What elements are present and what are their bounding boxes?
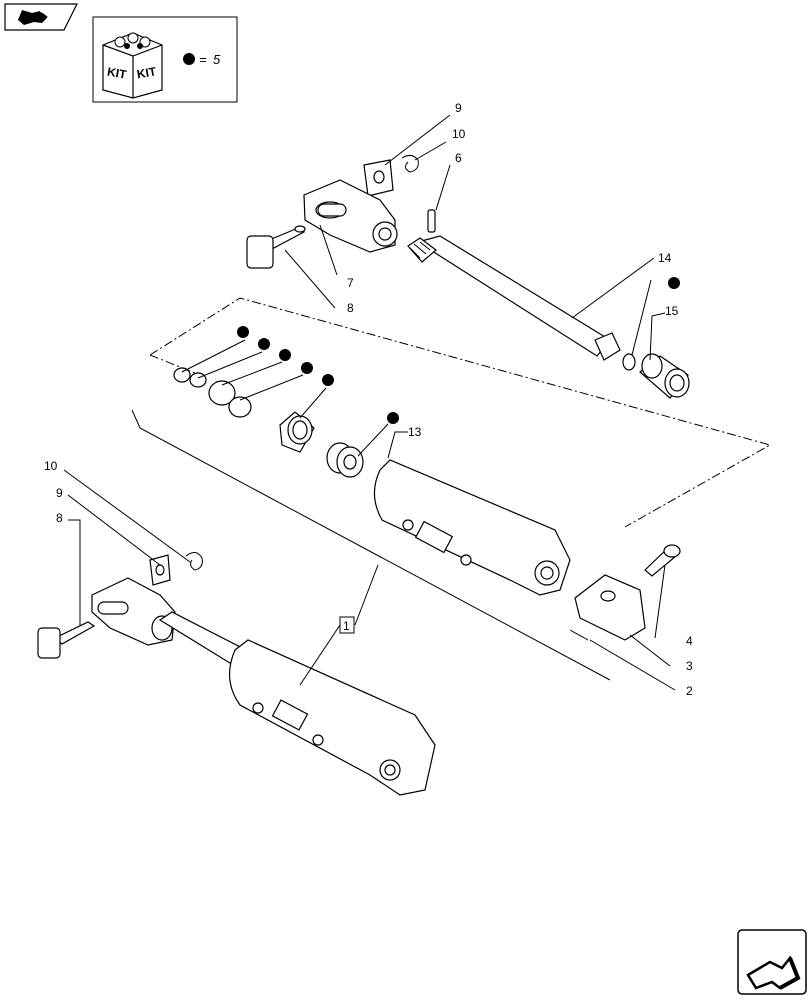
kit-quantity: 5 (213, 52, 221, 67)
kit-bullet-dot (183, 53, 195, 65)
kit-dot-o-ring (668, 277, 680, 289)
piston-bushing (279, 411, 315, 453)
lower-cylinder-assembly (37, 577, 436, 796)
leader-lines (63, 114, 676, 691)
callout-1: 1 (343, 619, 350, 633)
part-10-clip-left (185, 552, 203, 571)
cylinder-barrel-upper (373, 459, 571, 596)
kit-label-right: KIT (136, 64, 158, 81)
kit-indicator-dots (237, 277, 680, 424)
kit-box-icon (102, 32, 163, 99)
part-10-clip-top (401, 154, 419, 173)
assembly-guide-line (131, 409, 611, 681)
callout-labels: 1 2 3 4 6 7 8 8 9 9 10 10 13 14 15 (44, 101, 693, 698)
seal-rings (173, 367, 252, 418)
kit-boundary-outline-left (149, 354, 201, 376)
kit-dot-ring-2 (258, 338, 270, 350)
callout-15: 15 (665, 304, 679, 318)
kit-dot-ring-1 (237, 326, 249, 338)
callout-9-top: 9 (455, 101, 462, 115)
part-9-plate-left (149, 554, 171, 586)
kit-legend-box: KIT KIT = 5 (92, 16, 238, 103)
callout-box-1 (339, 616, 355, 634)
part-6-pin (427, 209, 436, 233)
kit-dot-ring-3 (279, 349, 291, 361)
next-page-arrow-icon[interactable] (737, 929, 807, 995)
callout-8-top: 8 (347, 301, 354, 315)
callout-2: 2 (686, 684, 693, 698)
part-14-piston-rod (407, 235, 621, 361)
kit-dot-bushing (322, 374, 334, 386)
callout-13: 13 (408, 425, 422, 439)
part-7-clevis-top (303, 179, 398, 253)
kit-label-left: KIT (106, 65, 128, 82)
part-2-cotter-pin (569, 629, 589, 641)
part-3-clevis-block (574, 574, 646, 641)
callout-3: 3 (686, 659, 693, 673)
kit-dot-piston (387, 412, 399, 424)
callout-7: 7 (347, 276, 354, 290)
kit-boundary-outline (149, 297, 772, 528)
callout-14: 14 (658, 251, 672, 265)
part-9-plate-top (363, 159, 394, 197)
part-o-ring-right (622, 353, 636, 371)
callout-10-left: 10 (44, 459, 58, 473)
part-13-piston (326, 442, 364, 478)
callout-8-left: 8 (56, 511, 63, 525)
previous-page-arrow-icon[interactable] (4, 3, 78, 31)
callout-9-left: 9 (56, 486, 63, 500)
callout-4: 4 (686, 634, 693, 648)
part-4-pin (644, 544, 681, 577)
part-15-gland-nut (639, 353, 690, 399)
callout-6: 6 (455, 151, 462, 165)
callout-10-top: 10 (452, 127, 466, 141)
kit-dot-ring-4 (301, 362, 313, 374)
part-8-clevis-pin-top (246, 225, 306, 269)
kit-equals-sign: = (199, 52, 207, 67)
